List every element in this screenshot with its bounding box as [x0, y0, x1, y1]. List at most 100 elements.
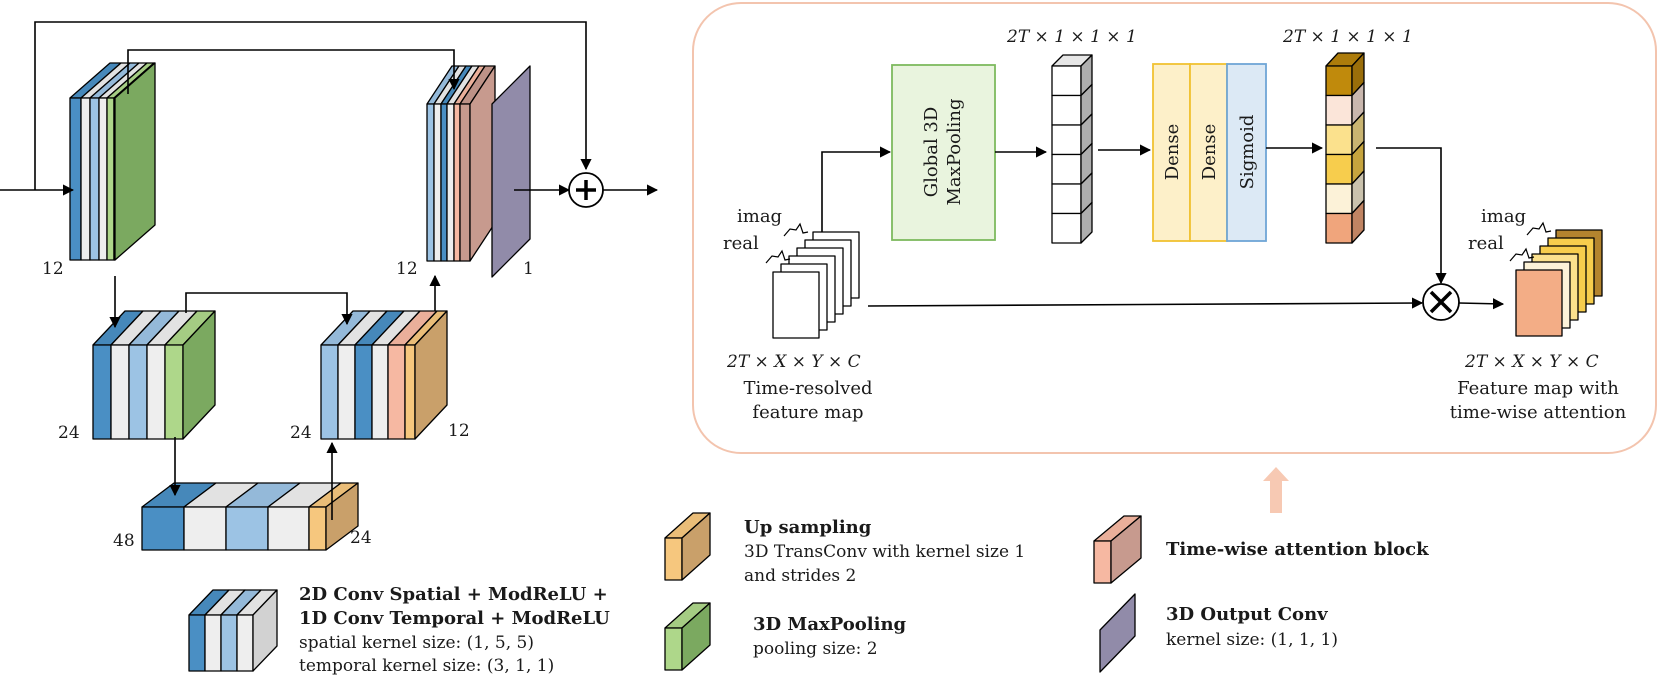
output-map-dim: 2T × X × Y × C: [1464, 352, 1599, 372]
encoder-block-1: [69, 62, 156, 261]
decoder-block-1: [426, 65, 496, 262]
vector-cell: [1051, 212, 1082, 244]
legend-conv-text-1: spatial kernel size: (1, 5, 5): [299, 633, 534, 653]
block-layer: [204, 614, 222, 672]
block-layer: [664, 627, 683, 671]
bottom-channel-label: 48: [113, 531, 135, 551]
decoder-block-2: [320, 310, 448, 440]
block-layer: [1093, 540, 1112, 584]
legend-up-title: Up sampling: [744, 517, 872, 538]
block-layer: [110, 344, 130, 440]
attention-weight-vector: [1325, 52, 1365, 244]
block-layer: [446, 103, 455, 262]
block-side-face: [114, 62, 156, 261]
sum-icon: [568, 172, 604, 208]
block-layer: [426, 103, 435, 262]
block-side-face: [681, 512, 711, 581]
dense-layer-1: [1152, 63, 1191, 242]
attention-vector-dim: 2T × 1 × 1 × 1: [1282, 27, 1413, 47]
vector-cell-side: [1080, 201, 1093, 244]
legend-conv-title-2: 1D Conv Temporal + ModReLU: [299, 608, 610, 629]
block-layer: [92, 344, 112, 440]
bottleneck-block: [141, 482, 359, 551]
global-maxpool-box: [891, 64, 996, 241]
bottom-up-channel-label: 24: [350, 528, 372, 548]
block-layer: [433, 103, 442, 262]
input-map-caption-1: Time-resolved: [744, 378, 873, 399]
output-conv-block: [491, 65, 531, 278]
legend-conv-text-2: temporal kernel size: (3, 1, 1): [299, 656, 554, 676]
multiply-icon: [1422, 283, 1460, 321]
feature-map-sheet: [1515, 269, 1563, 337]
vector-cell: [1325, 124, 1353, 156]
map-to-pool-arrow: [821, 146, 892, 232]
output-imag-label: imag: [1481, 206, 1526, 227]
legend-output-swatch: [1099, 593, 1136, 673]
attention-block-detail: Global 3D MaxPooling 2T × 1 × 1 × 1 Dens…: [692, 2, 1657, 454]
output-conv-face: [491, 65, 531, 278]
block-side-face: [1110, 515, 1142, 584]
block-layer: [69, 97, 82, 261]
block-layer: [453, 103, 461, 262]
attention-panel-frame: [692, 2, 1657, 454]
sigmoid-label: Sigmoid: [1237, 115, 1258, 190]
global-maxpool-label-1: Global 3D: [921, 107, 942, 198]
legend-up-text-1: 3D TransConv with kernel size 1: [744, 542, 1025, 562]
block-layer: [225, 506, 269, 551]
vector-cell: [1325, 94, 1353, 126]
vector-cell: [1051, 94, 1082, 126]
legend: 2D Conv Spatial + ModReLU + 1D Conv Temp…: [188, 512, 1429, 676]
input-feature-map: [772, 231, 860, 339]
block-side-face: [414, 310, 448, 440]
output-real-brace: [1509, 247, 1535, 262]
dense-layer-2: [1189, 63, 1228, 242]
multiply-to-output-arrow: [1458, 298, 1505, 310]
block-layer: [164, 344, 184, 440]
vector-cell: [1325, 212, 1353, 244]
input-map-dim: 2T × X × Y × C: [726, 352, 861, 372]
block-layer: [404, 344, 416, 440]
block-side-face: [325, 482, 359, 551]
block-layer: [89, 97, 100, 261]
block-layer: [188, 614, 206, 672]
block-layer: [459, 103, 471, 262]
vector-cell: [1325, 183, 1353, 215]
dense-label-1: Dense: [1162, 124, 1183, 181]
legend-out-title: 3D Output Conv: [1166, 604, 1328, 625]
input-real-label: real: [723, 233, 759, 254]
block-layer: [440, 103, 448, 262]
dec2-channel-label: 24: [290, 423, 312, 443]
block-layer: [267, 506, 310, 551]
vector-cell-side: [1351, 199, 1365, 244]
dense-label-2: Dense: [1199, 124, 1220, 181]
residual-skip-arrow: [34, 21, 592, 190]
weights-to-multiply-arrow: [1376, 147, 1447, 285]
unet-network: 12 24 48 24 24 12 12 1: [0, 21, 659, 551]
block-layer: [128, 344, 148, 440]
zoom-arrow-icon: [1263, 467, 1289, 513]
input-imag-label: imag: [737, 206, 782, 227]
block-layer: [387, 344, 406, 440]
block-layer: [98, 97, 108, 261]
legend-pool-text: pooling size: 2: [753, 639, 878, 659]
block-layer: [220, 614, 238, 672]
block-layer: [146, 344, 166, 440]
pooled-vector-dim: 2T × 1 × 1 × 1: [1006, 27, 1137, 47]
legend-up-text-2: and strides 2: [744, 566, 856, 586]
legend-upsample-swatch: [664, 512, 711, 581]
output-channel-label: 1: [523, 259, 534, 279]
input-imag-brace: [783, 222, 809, 237]
block-layer: [371, 344, 389, 440]
block-layer: [183, 506, 227, 551]
vector-cell: [1051, 153, 1082, 185]
encoder-block-2: [92, 310, 216, 440]
block-layer: [308, 506, 327, 551]
sigmoid-layer: [1226, 63, 1267, 242]
input-map-caption-2: feature map: [752, 402, 863, 423]
block-layer: [236, 614, 254, 672]
global-maxpool-label-2: MaxPooling: [944, 99, 965, 206]
legend-conv-title-1: 2D Conv Spatial + ModReLU +: [299, 584, 608, 605]
legend-output-face: [1099, 593, 1136, 673]
output-map-caption-2: time-wise attention: [1450, 402, 1627, 423]
